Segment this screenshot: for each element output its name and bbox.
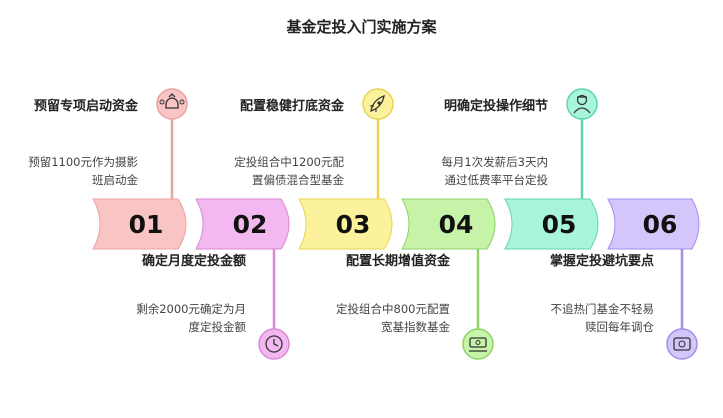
- step-heading-03: 配置稳健打底资金: [239, 99, 344, 114]
- step-number-04: 04: [439, 210, 474, 239]
- person-icon: [566, 88, 598, 120]
- rocket-icon: [362, 88, 394, 120]
- step-number-01: 01: [129, 210, 164, 239]
- step-desc-06: 不追热门基金不轻易赎回每年调仓: [550, 302, 655, 334]
- wallet-icon: [666, 328, 698, 360]
- step-desc-02: 剩余2000元确定为月度定投金额: [136, 302, 246, 334]
- step-number-03: 03: [336, 210, 371, 239]
- step-heading-01: 预留专项启动资金: [33, 99, 138, 114]
- step-desc-05: 每月1次发薪后3天内通过低费率平台定投: [441, 155, 548, 187]
- step-number-02: 02: [233, 210, 268, 239]
- money-bag-icon: [156, 88, 188, 120]
- cash-hand-icon: [462, 328, 494, 360]
- step-segment-06: [607, 198, 700, 250]
- step-desc-01: 预留1100元作为摄影班启动金: [28, 155, 138, 187]
- step-number-05: 05: [542, 210, 577, 239]
- step-heading-02: 确定月度定投金额: [141, 254, 246, 269]
- step-heading-06: 掌握定投避坑要点: [549, 254, 654, 269]
- clock-icon: [258, 328, 290, 360]
- step-segment-03: [298, 198, 393, 250]
- step-desc-03: 定投组合中1200元配置偏债混合型基金: [234, 155, 344, 187]
- step-segment-01: [92, 198, 187, 250]
- step-segment-04: [401, 198, 496, 250]
- step-heading-04: 配置长期增值资金: [345, 254, 450, 269]
- step-segment-05: [504, 198, 599, 250]
- step-number-06: 06: [643, 210, 678, 239]
- step-segment-02: [195, 198, 290, 250]
- step-heading-05: 明确定投操作细节: [443, 99, 548, 114]
- step-desc-04: 定投组合中800元配置宽基指数基金: [336, 302, 450, 334]
- diagram-title: 基金定投入门实施方案: [286, 18, 437, 36]
